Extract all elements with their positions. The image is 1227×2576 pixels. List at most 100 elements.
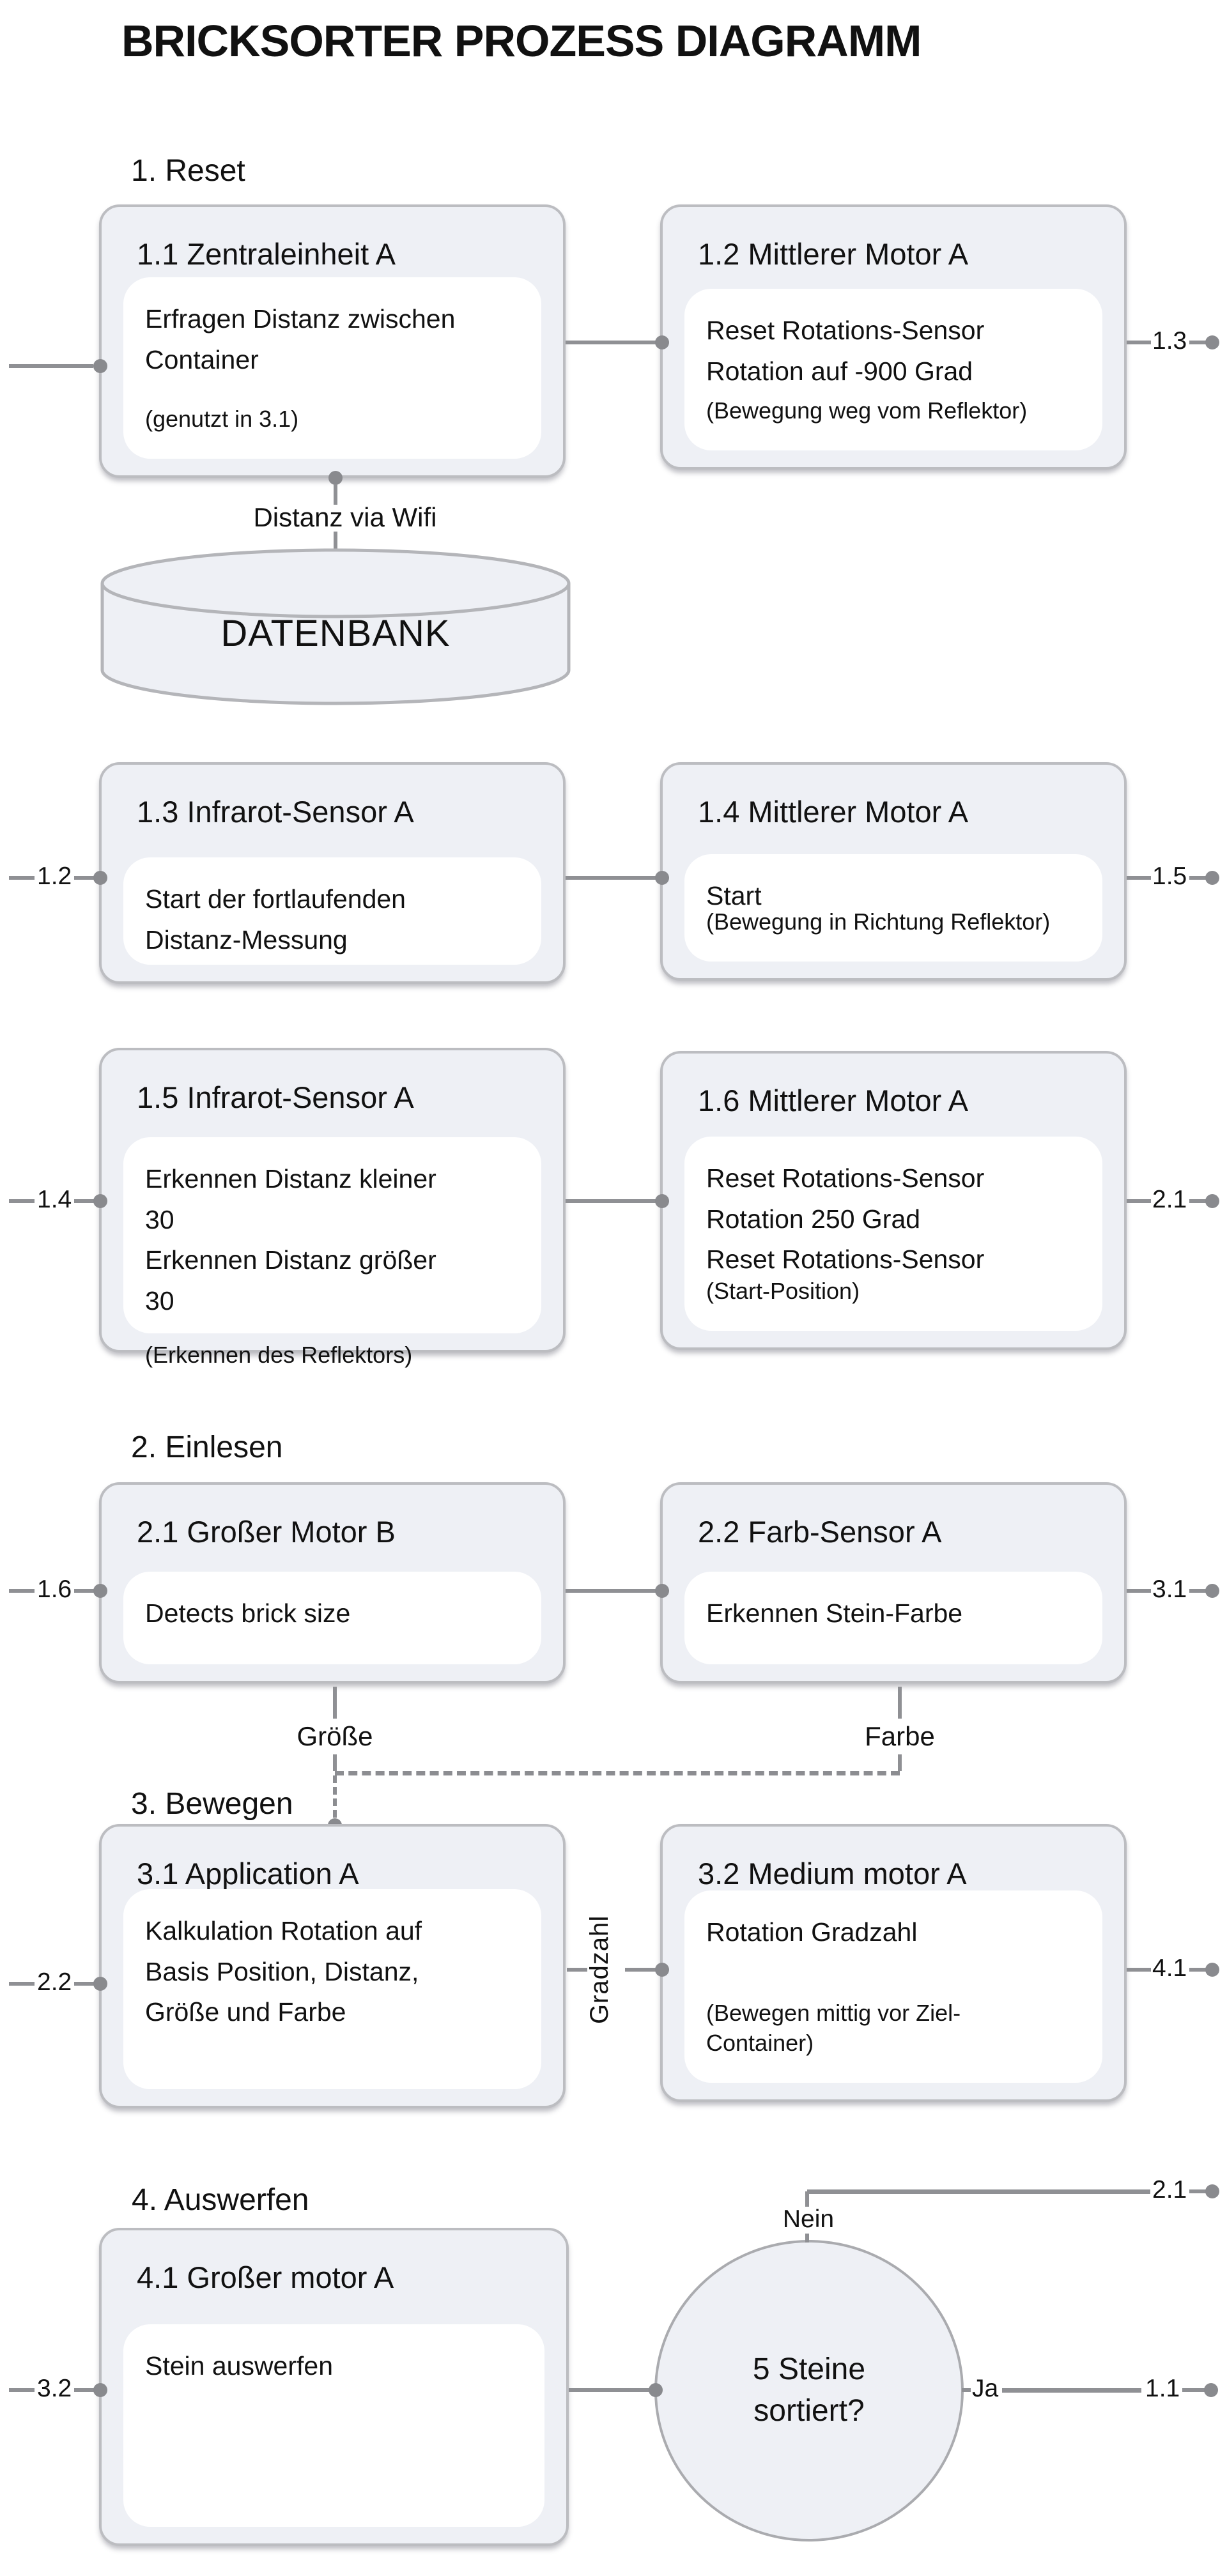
decision-no-label: Nein — [782, 2205, 835, 2233]
process-box-body: Erkennen Stein-Farbe — [706, 1598, 963, 1628]
process-box-1-1: 1.1 Zentraleinheit A Erfragen Distanz zw… — [99, 204, 566, 478]
connector-line — [566, 1199, 660, 1203]
process-box-note: (genutzt in 3.1) — [145, 406, 299, 433]
connector-line — [9, 1982, 35, 1986]
section-heading-bewegen: 3. Bewegen — [131, 1787, 293, 1821]
dashed-link-segment — [333, 1754, 337, 1771]
database-label: DATENBANK — [220, 613, 451, 654]
dashed-link-segment — [898, 1687, 902, 1719]
connector-line — [1002, 2388, 1141, 2393]
connector-line — [625, 1968, 660, 1972]
connector-line — [74, 1199, 96, 1203]
connector-line — [9, 876, 35, 880]
connector-line — [1127, 1589, 1151, 1593]
flow-label-size: Größe — [297, 1721, 373, 1751]
connector-ref-label: 3.1 — [1152, 1575, 1187, 1603]
connector-line — [74, 1982, 96, 1986]
process-box-panel: Reset Rotations-Sensor Rotation 250 Grad… — [684, 1137, 1102, 1331]
flow-label-color: Farbe — [865, 1721, 935, 1751]
connector-ref-label: 1.4 — [37, 1186, 72, 1213]
connector-line — [1189, 2189, 1207, 2193]
process-box-body: Rotation Gradzahl — [706, 1917, 918, 1947]
connector-line — [1127, 1968, 1151, 1972]
process-box-panel: Erfragen Distanz zwischen Container (gen… — [123, 277, 541, 459]
dashed-link-segment — [898, 1754, 902, 1771]
connector-line — [566, 1589, 660, 1593]
process-box-body: Detects brick size — [145, 1598, 351, 1628]
process-box-title: 3.2 Medium motor A — [698, 1857, 967, 1890]
connector-line — [1127, 1199, 1151, 1203]
dashed-flow-line — [333, 1775, 337, 1818]
process-box-panel: Start (Bewegung in Richtung Reflektor) — [684, 854, 1102, 962]
connector-ref-label: 2.1 — [1152, 2176, 1187, 2204]
process-box-title: 2.1 Großer Motor B — [137, 1515, 396, 1549]
process-box-body: Erkennen Distanz kleiner 30 Erkennen Dis… — [145, 1164, 436, 1315]
connector-line — [1127, 341, 1151, 344]
connector-line — [74, 2388, 96, 2392]
process-box-title: 1.2 Mittlerer Motor A — [698, 237, 969, 271]
connector-ref-label: 2.1 — [1152, 1186, 1187, 1213]
process-box-panel: Stein auswerfen — [123, 2324, 544, 2527]
process-box-title: 1.3 Infrarot-Sensor A — [137, 795, 414, 829]
process-box-panel: Kalkulation Rotation auf Basis Position,… — [123, 1889, 541, 2089]
connector-dot — [93, 359, 107, 373]
process-box-1-3: 1.3 Infrarot-Sensor A Start der fortlauf… — [99, 762, 566, 984]
process-box-panel: Start der fortlaufenden Distanz-Messung — [123, 857, 541, 965]
process-box-note: (Bewegung weg vom Reflektor) — [706, 397, 1028, 424]
connector-line — [74, 1589, 96, 1593]
connector-dot — [1205, 871, 1219, 885]
connector-ref-label: 3.2 — [37, 2375, 72, 2402]
connector-dot — [328, 471, 343, 485]
process-box-1-4: 1.4 Mittlerer Motor A Start (Bewegung in… — [660, 762, 1127, 981]
process-box-body: Stein auswerfen — [145, 2351, 334, 2380]
connector-ref-label: 4.1 — [1152, 1954, 1187, 1982]
process-box-title: 1.6 Mittlerer Motor A — [698, 1084, 969, 1117]
connector-dot — [655, 1584, 669, 1598]
process-box-note: (Bewegen mittig vor Ziel- Container) — [706, 2000, 961, 2057]
connector-line — [9, 1589, 35, 1593]
dashed-link-segment — [334, 532, 337, 549]
connector-ref-label: 1.5 — [1152, 862, 1187, 890]
dashed-link-segment — [334, 484, 337, 505]
page-title: BRICKSORTER PROZESS DIAGRAMM — [121, 16, 922, 66]
process-box-title: 1.1 Zentraleinheit A — [137, 237, 396, 271]
connector-dot — [655, 335, 669, 349]
process-box-3-1: 3.1 Application A Kalkulation Rotation a… — [99, 1824, 566, 2108]
connector-dot — [93, 1977, 107, 1991]
process-box-title: 1.4 Mittlerer Motor A — [698, 795, 969, 829]
decision-yes-label: Ja — [972, 2375, 999, 2402]
section-heading-reset: 1. Reset — [131, 154, 245, 188]
connector-ref-label: 1.2 — [37, 862, 72, 890]
connector-ref-label: 1.3 — [1152, 327, 1187, 355]
process-box-1-2: 1.2 Mittlerer Motor A Reset Rotations-Se… — [660, 204, 1127, 470]
process-box-2-1: 2.1 Großer Motor B Detects brick size — [99, 1482, 566, 1683]
connector-line — [1189, 1199, 1207, 1203]
connector-dot — [93, 1194, 107, 1208]
process-box-body: Start der fortlaufenden Distanz-Messung — [145, 884, 406, 954]
connector-dot — [1204, 2383, 1218, 2397]
section-heading-einlesen: 2. Einlesen — [131, 1430, 283, 1464]
process-box-3-2: 3.2 Medium motor A Rotation Gradzahl (Be… — [660, 1824, 1127, 2102]
connector-dot — [649, 2383, 663, 2397]
dashed-flow-line — [335, 1771, 900, 1775]
connector-dot — [93, 1584, 107, 1598]
connector-line — [9, 364, 93, 368]
connector-line — [567, 1968, 587, 1972]
connector-line — [1189, 876, 1207, 880]
process-box-1-6: 1.6 Mittlerer Motor A Reset Rotations-Se… — [660, 1051, 1127, 1350]
process-box-note: (Bewegung in Richtung Reflektor) — [706, 908, 1051, 935]
process-box-2-2: 2.2 Farb-Sensor A Erkennen Stein-Farbe — [660, 1482, 1127, 1683]
process-box-1-5: 1.5 Infrarot-Sensor A Erkennen Distanz k… — [99, 1048, 566, 1368]
dashed-link-segment — [333, 1687, 337, 1719]
decision-node: 5 Steine sortiert? — [654, 2240, 964, 2542]
connector-dot — [1205, 1194, 1219, 1208]
connector-line — [805, 2191, 809, 2207]
flow-label-degrees: Gradzahl — [585, 1915, 614, 2025]
connector-line — [805, 2234, 809, 2242]
connector-line — [1127, 876, 1151, 880]
process-box-panel: Rotation Gradzahl (Bewegen mittig vor Zi… — [684, 1890, 1102, 2083]
connector-ref-label: 2.2 — [37, 1968, 72, 1996]
process-box-4-1: 4.1 Großer motor A Stein auswerfen — [99, 2228, 569, 2546]
connector-line — [1189, 341, 1207, 344]
